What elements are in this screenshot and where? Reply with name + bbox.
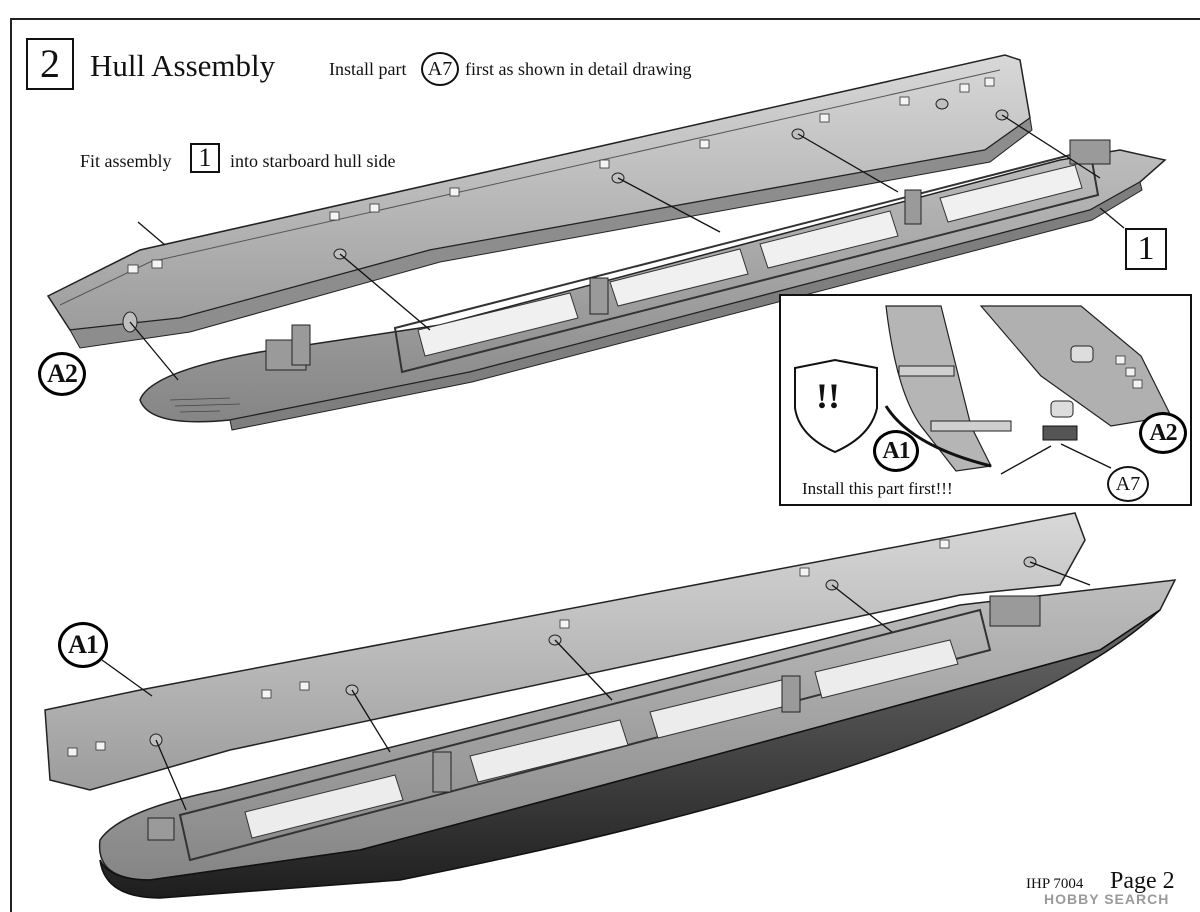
detail-part-a7: A7 xyxy=(1107,466,1149,502)
upper-alignment-lines xyxy=(129,114,1125,381)
lower-alignment-lines xyxy=(101,561,1091,811)
detail-drawing-box: !! A1 A2 A7 Install this part first!!! xyxy=(779,294,1192,506)
assembly-1-callout: 1 xyxy=(1125,228,1167,270)
fit-note-prefix: Fit assembly xyxy=(80,151,172,171)
footer-code: IHP 7004 xyxy=(1026,876,1084,892)
warning-mark: !! xyxy=(816,376,840,416)
footer-page: Page 2 xyxy=(1110,868,1175,894)
upper-port-hull-side xyxy=(46,54,1033,349)
detail-part-a2: A2 xyxy=(1139,412,1187,454)
assembly-ref-box: 1 xyxy=(190,143,220,173)
watermark: HOBBY SEARCH xyxy=(1044,891,1170,907)
detail-part-a1: A1 xyxy=(873,430,919,472)
page-frame-top xyxy=(10,18,1200,20)
instruction-suffix: first as shown in detail drawing xyxy=(465,59,692,79)
detail-illustration xyxy=(794,305,1172,475)
step-title: Hull Assembly xyxy=(90,48,276,83)
lower-completed-hull xyxy=(44,512,1177,899)
page-frame-left xyxy=(10,18,12,912)
fit-note-suffix: into starboard hull side xyxy=(230,151,396,171)
detail-note: Install this part first!!! xyxy=(802,479,953,498)
part-a2-callout: A2 xyxy=(38,352,86,396)
step-number-box: 2 xyxy=(26,38,74,90)
instruction-prefix: Install part xyxy=(329,59,407,79)
part-a7-circle: A7 xyxy=(421,52,459,86)
upper-starboard-assembly xyxy=(139,139,1167,431)
part-a1-callout: A1 xyxy=(58,622,108,668)
